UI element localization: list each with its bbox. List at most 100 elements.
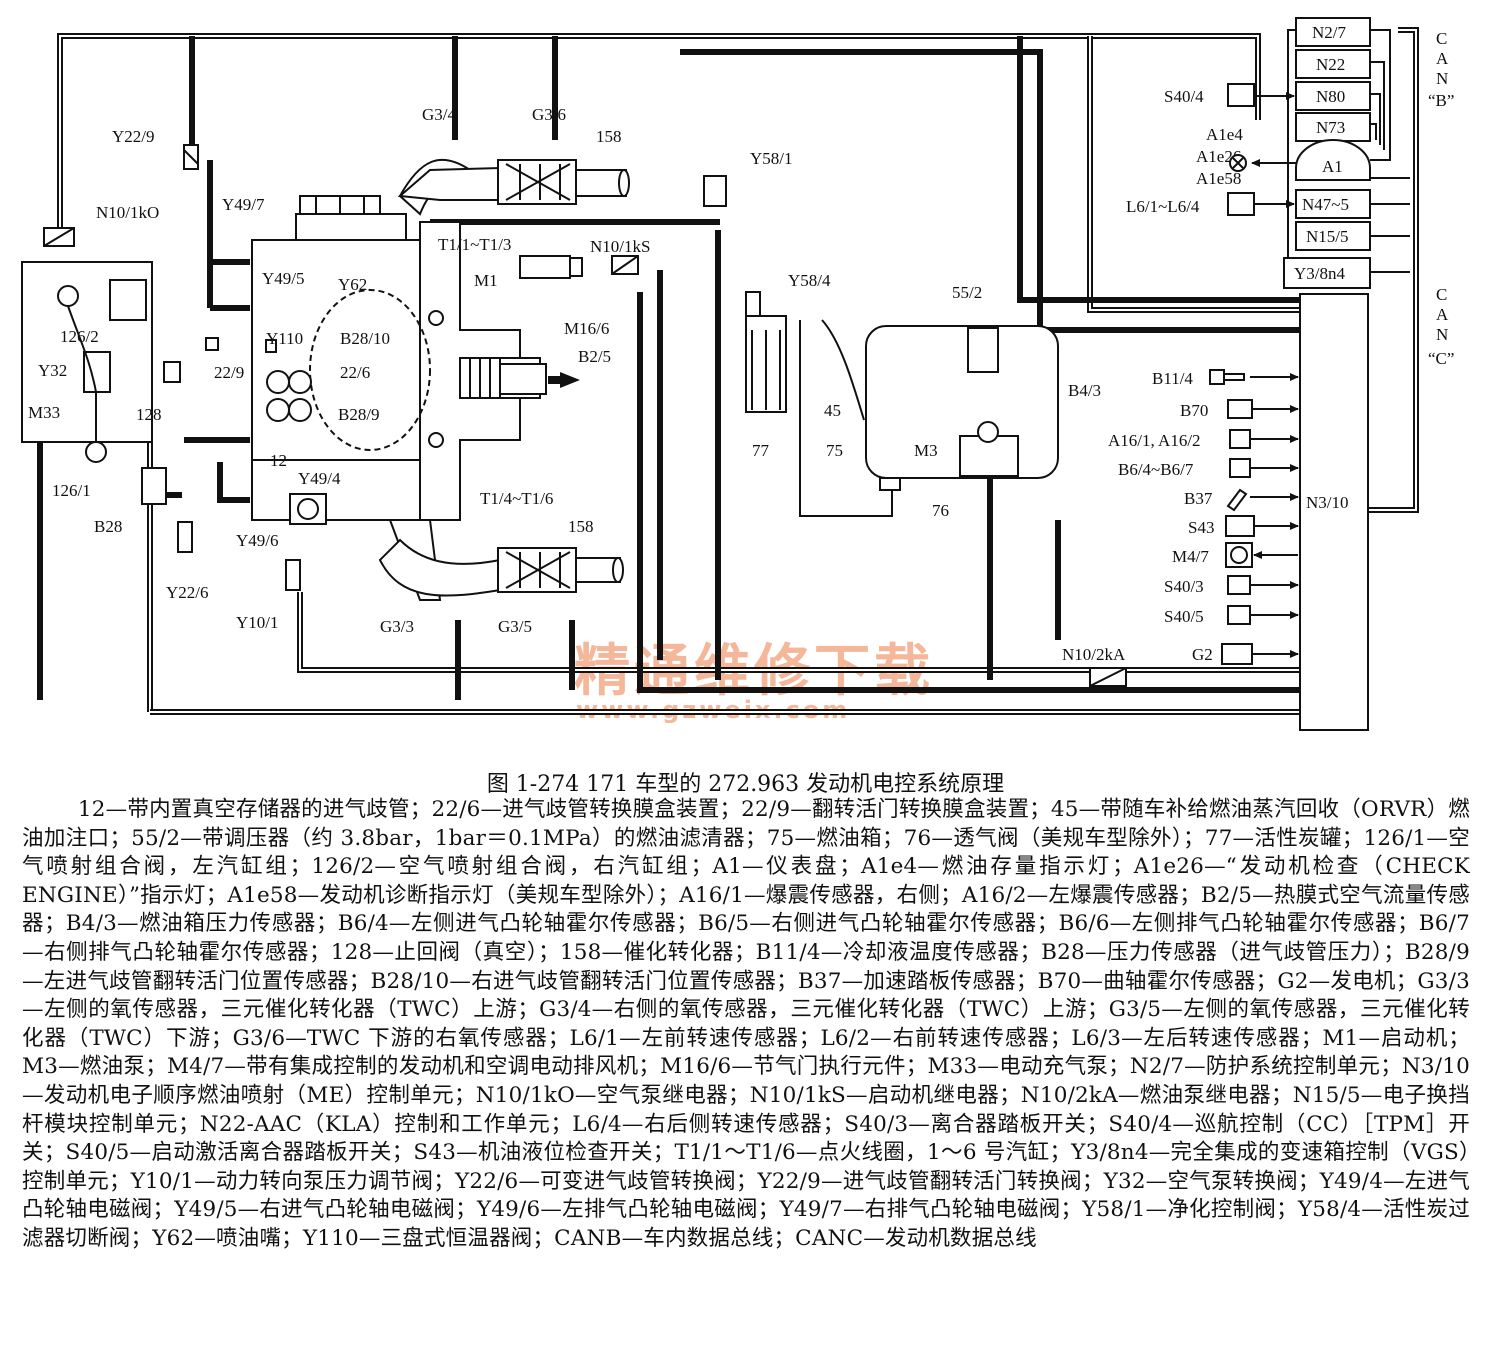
label-b28: B28 [94,517,122,536]
b70-sensor [1227,399,1253,419]
svg-text:A: A [1436,49,1449,68]
engine-assembly [205,158,630,601]
s43-label: S43 [1188,518,1214,537]
can-b-label: C A N “B” [1428,29,1454,110]
label-y49-6: Y49/6 [236,531,279,550]
n80-label: N80 [1316,87,1345,106]
b6-label: B6/4~B6/7 [1118,460,1194,479]
label-b28-10: B28/10 [340,329,390,348]
n2-7-box [1295,17,1371,47]
n80-box [1295,81,1371,111]
label-b4-3: B4/3 [1068,381,1101,400]
label-158-top: 158 [596,127,622,146]
label-t1-4: T1/4~T1/6 [480,489,553,508]
y3-8n4-label: Y3/8n4 [1294,264,1346,283]
g2-generator [1221,643,1253,665]
b37-label: B37 [1184,489,1213,508]
y3-8n4-box [1283,257,1371,289]
label-158-bottom: 158 [568,517,594,536]
label-22-6: 22/6 [340,363,370,382]
b70-label: B70 [1180,401,1208,420]
fuel-system [519,175,1127,687]
control-units: N2/7 N22 N80 N73 A1 N47~5 N15/5 Y3/8n4 N… [1283,17,1371,731]
b6-sensor [1229,458,1251,478]
m4-7-label: M4/7 [1172,547,1209,566]
b11-4-label: B11/4 [1152,369,1193,388]
svg-text:A: A [1436,305,1449,324]
svg-text:“C”: “C” [1428,349,1454,368]
label-y22-6: Y22/6 [166,583,209,602]
can-b-wires [1287,29,1410,280]
harness-lines [37,27,1419,715]
s43-switch [1225,515,1255,537]
s40-5-label: S40/5 [1164,607,1204,626]
n3-10-label: N3/10 [1306,493,1349,512]
figure-legend: 12—带内置真空存储器的进气歧管；22/6—进气歧管转换膜盒装置；22/9—翻转… [22,797,1471,1251]
n2-7-label: N2/7 [1312,23,1347,42]
svg-text:“B”: “B” [1428,91,1454,110]
label-y49-7: Y49/7 [222,195,265,214]
a16-label: A16/1, A16/2 [1108,431,1201,450]
air-pump-assembly [21,144,301,591]
label-t1-1: T1/1~T1/3 [438,235,511,254]
label-n10-2ka: N10/2kA [1062,645,1126,664]
label-g3-3: G3/3 [380,617,414,636]
label-128: 128 [136,405,162,424]
label-m33: M33 [28,403,60,422]
label-m16-6: M16/6 [564,319,609,338]
l6-label: L6/1~L6/4 [1126,197,1200,216]
label-y49-5: Y49/5 [262,269,305,288]
n3-10-ecu-box [1299,293,1369,731]
figure-caption: 图 1-274 171 车型的 272.963 发动机电控系统原理 [486,772,1005,797]
inputs-can-b: S40/4 A1e4 A1e26 A1e58 L6/1~L6/4 [1126,83,1296,216]
airflow-arrow-icon [548,372,580,388]
label-m1: M1 [474,271,498,290]
s40-3-label: S40/3 [1164,577,1204,596]
label-126-2: 126/2 [60,327,99,346]
svg-text:C: C [1436,29,1447,48]
a1-label: A1 [1322,157,1343,176]
n47-box [1295,189,1371,219]
label-76: 76 [932,501,949,520]
fan-icon [1230,546,1248,564]
label-12: 12 [270,451,287,470]
label-126-1: 126/1 [52,481,91,500]
label-g3-5: G3/5 [498,617,532,636]
inputs-n3-10: B11/4 B70 A16/1, A16/2 B6/4~B6/7 B37 S43… [1108,369,1299,665]
label-77: 77 [752,441,770,460]
label-y62: Y62 [338,275,367,294]
s40-4-label: S40/4 [1164,87,1204,106]
can-c-label: C A N “C” [1428,285,1454,368]
label-75: 75 [826,441,843,460]
n22-label: N22 [1316,55,1345,74]
component-labels: Y22/9 N10/1kO G3/4 G3/6 158 Y58/1 Y49/7 … [28,105,1126,664]
s40-4-switch [1227,83,1255,107]
label-g3-4: G3/4 [422,105,457,124]
n15-5-box [1295,221,1371,251]
label-b28-9: B28/9 [338,405,380,424]
svg-text:N: N [1436,69,1448,88]
label-22-9: 22/9 [214,363,244,382]
n47-label: N47~5 [1302,195,1349,214]
label-y58-1: Y58/1 [750,149,793,168]
svg-text:N: N [1436,325,1448,344]
a16-sensor [1229,429,1251,449]
label-n10-1ko: N10/1kO [96,203,159,222]
label-g3-6: G3/6 [532,105,566,124]
engine-control-schematic: 精通维修下载 www.gzweix.com [21,17,1454,731]
label-m3: M3 [914,441,938,460]
n73-label: N73 [1316,118,1345,137]
s40-5-switch [1227,605,1251,625]
label-y32: Y32 [38,361,67,380]
label-y58-4: Y58/4 [788,271,831,290]
s40-3-switch [1227,575,1251,595]
label-b2-5: B2/5 [578,347,611,366]
label-y22-9: Y22/9 [112,127,155,146]
n22-box [1295,49,1371,79]
label-y110: Y110 [266,329,303,348]
a1e58-label: A1e58 [1196,169,1241,188]
label-n10-1ks: N10/1kS [590,237,650,256]
g2-label: G2 [1192,645,1213,664]
n15-5-label: N15/5 [1306,227,1349,246]
label-45: 45 [824,401,841,420]
